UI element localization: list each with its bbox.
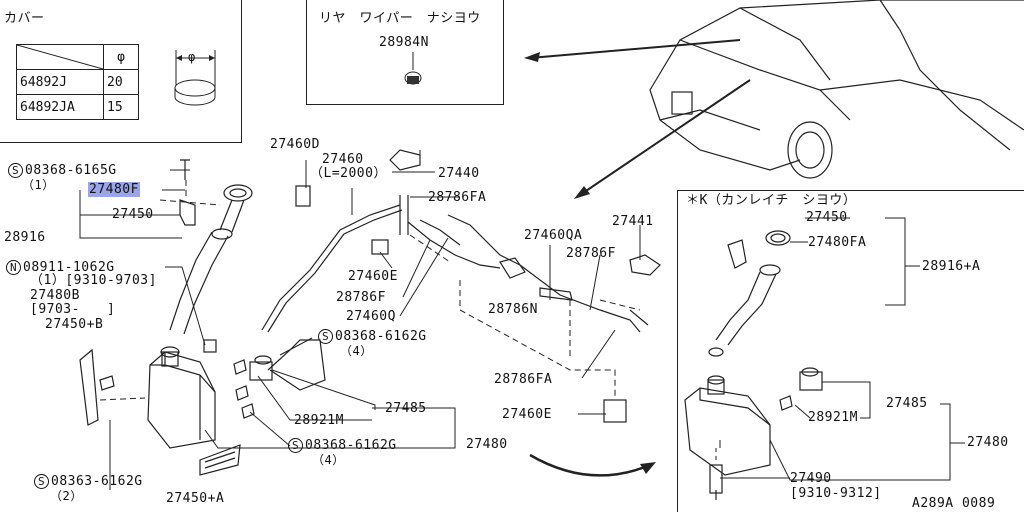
rear-wiper-title: リヤ ワイパー ナシヨウ — [319, 11, 481, 26]
part-number: 08368-6162G — [335, 329, 427, 344]
s-symbol: S — [8, 163, 23, 178]
label-28786F-right: 28786F — [566, 246, 616, 261]
label-27485: 27485 — [385, 401, 427, 416]
label-27480B-range: [9703- ] — [30, 302, 116, 317]
label-27450A: 27450+A — [166, 491, 225, 506]
cover-row-phi: 15 — [103, 94, 139, 120]
n-symbol: N — [6, 260, 21, 275]
label-27460QA: 27460QA — [524, 228, 583, 243]
label-28921M: 28921M — [294, 413, 344, 428]
cover-title: カバー — [4, 11, 45, 26]
part-number: 08368-6165G — [25, 163, 117, 178]
cover-table: φ 64892J 20 64892JA 15 — [16, 44, 139, 120]
rear-wiper-plug-drawing — [404, 52, 422, 85]
label-28786FA-top: 28786FA — [428, 190, 487, 205]
cover-table-diagonal-cell — [16, 44, 104, 70]
cover-row-part: 64892J — [16, 69, 104, 95]
cover-row-phi: 20 — [103, 69, 139, 95]
cold-label-27485: 27485 — [886, 396, 928, 411]
label-27450B: 27450+B — [45, 317, 104, 332]
diagram-code: A289A 0089 — [912, 496, 996, 511]
cover-detail-box: カバー φ 64892J 20 64892JA 15 φ — [0, 0, 242, 143]
rear-wiper-part: 28984N — [379, 35, 429, 50]
cold-spec-box — [677, 190, 1024, 512]
qty-label: （1） — [22, 178, 55, 192]
cold-spec-title: ＊K（カンレイチ シヨウ） — [686, 193, 857, 208]
cold-label-27450: 27450 — [806, 210, 848, 225]
label-range: （1）[9310-9703] — [30, 273, 157, 288]
s-symbol: S — [288, 438, 303, 453]
label-27460E-top: 27460E — [348, 269, 398, 284]
part-number: 08368-6162G — [305, 438, 397, 453]
s-symbol: S — [318, 329, 333, 344]
cold-label-27490-range: [9310-9312] — [790, 486, 882, 501]
cover-phi-symbol: φ — [188, 50, 196, 64]
label-28786N: 28786N — [488, 302, 538, 317]
cover-cap-drawing — [174, 50, 216, 106]
label-27441: 27441 — [612, 214, 654, 229]
part-number: 08363-6162G — [51, 474, 143, 489]
cold-label-27480FA: 27480FA — [808, 235, 867, 250]
qty-label: （4） — [340, 344, 373, 358]
label-27460: 27460 — [322, 152, 364, 167]
rear-wiper-box: リヤ ワイパー ナシヨウ 28984N — [306, 0, 504, 105]
label-28786FA-bottom: 28786FA — [494, 372, 553, 387]
cold-label-28921M: 28921M — [808, 410, 858, 425]
cold-label-27490: 27490 — [790, 471, 832, 486]
label-28916: 28916 — [4, 230, 46, 245]
label-27440: 27440 — [438, 166, 480, 181]
cold-label-28916A: 28916+A — [922, 259, 981, 274]
cold-label-27480: 27480 — [967, 435, 1009, 450]
label-27480B: 27480B — [30, 288, 80, 303]
s-symbol: S — [34, 474, 49, 489]
part-number: 08911-1062G — [23, 260, 115, 275]
label-28786F-left: 28786F — [336, 290, 386, 305]
label-27460E-bottom: 27460E — [502, 407, 552, 422]
label-27480: 27480 — [466, 437, 508, 452]
label-27460D: 27460D — [270, 137, 320, 152]
label-27450: 27450 — [112, 207, 154, 222]
qty-label: （2） — [50, 489, 83, 503]
cover-row-part: 64892JA — [16, 94, 104, 120]
label-27460-length: （L=2000） — [310, 166, 387, 181]
label-27460Q: 27460Q — [346, 309, 396, 324]
highlighted-part: 27480F — [88, 182, 140, 197]
qty-label: （4） — [312, 453, 345, 467]
label-27480F: 27480F — [88, 182, 140, 197]
